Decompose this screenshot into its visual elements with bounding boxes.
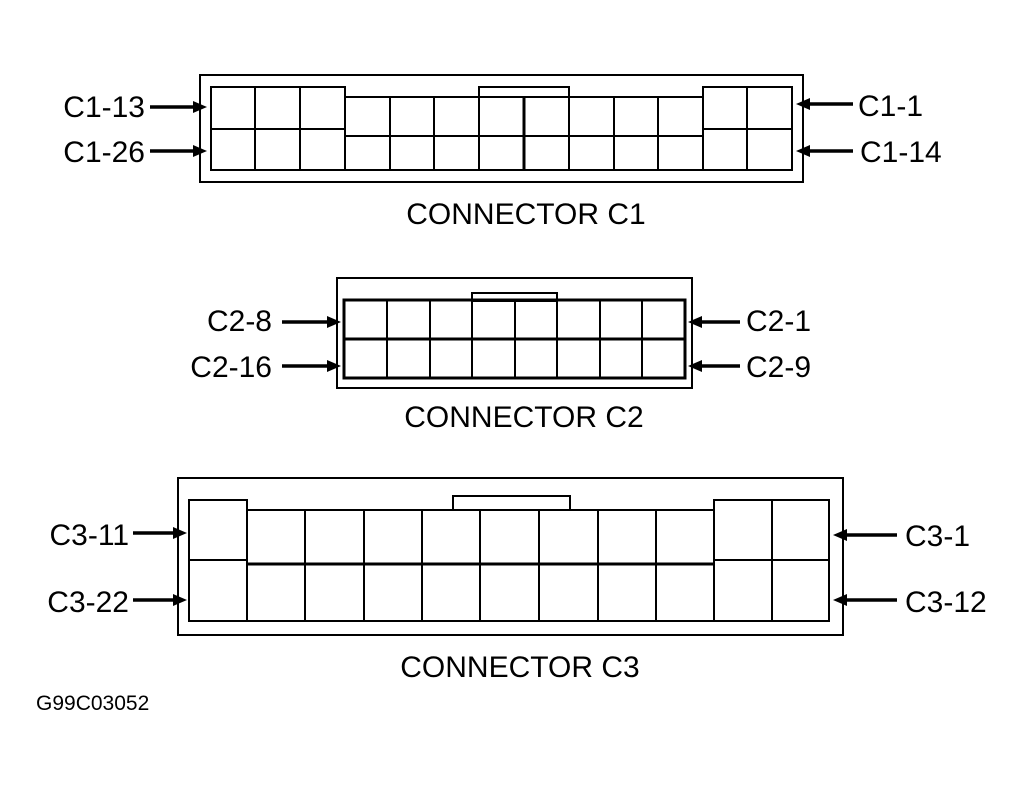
connector-c3-cavities <box>188 499 830 622</box>
pin-label-c3-12: C3-12 <box>905 586 987 619</box>
pin-label-c3-11: C3-11 <box>50 519 129 552</box>
connector-c3-arrows <box>133 527 897 606</box>
connector-c1-cavities <box>210 86 793 171</box>
connector-c2: C2-8 C2-16 C2-1 C2-9 CONNECTOR C2 <box>190 277 811 434</box>
pin-label-c2-9: C2-9 <box>746 351 811 384</box>
connector-c2-arrows <box>282 316 740 372</box>
connector-c3-key <box>452 495 571 511</box>
connector-c3-title: CONNECTOR C3 <box>400 651 639 684</box>
connector-c3: C3-11 C3-22 C3-1 C3-12 CONNECTOR C3 <box>47 477 987 684</box>
connector-c1-arrows <box>150 98 853 157</box>
pin-label-c3-22: C3-22 <box>47 586 129 619</box>
connector-c1: C1-13 C1-26 C1-1 C1-14 CONNECTOR C1 <box>63 74 942 231</box>
connector-c2-housing <box>336 277 693 389</box>
connector-c3-housing <box>177 477 844 636</box>
pin-label-c3-1: C3-1 <box>905 520 970 553</box>
connector-c2-cavities <box>342 298 687 380</box>
figure-code: G99C03052 <box>36 692 149 715</box>
pin-label-c1-1: C1-1 <box>858 90 923 123</box>
pin-label-c2-1: C2-1 <box>746 305 811 338</box>
connector-c1-title: CONNECTOR C1 <box>406 198 645 231</box>
connector-c2-title: CONNECTOR C2 <box>404 401 643 434</box>
pin-label-c2-16: C2-16 <box>190 351 272 384</box>
connector-c1-key <box>478 86 570 98</box>
pin-label-c2-8: C2-8 <box>207 305 272 338</box>
pin-label-c1-14: C1-14 <box>860 136 942 169</box>
connector-c1-housing <box>199 74 804 183</box>
pin-label-c1-13: C1-13 <box>63 91 145 124</box>
pin-label-c1-26: C1-26 <box>63 136 145 169</box>
